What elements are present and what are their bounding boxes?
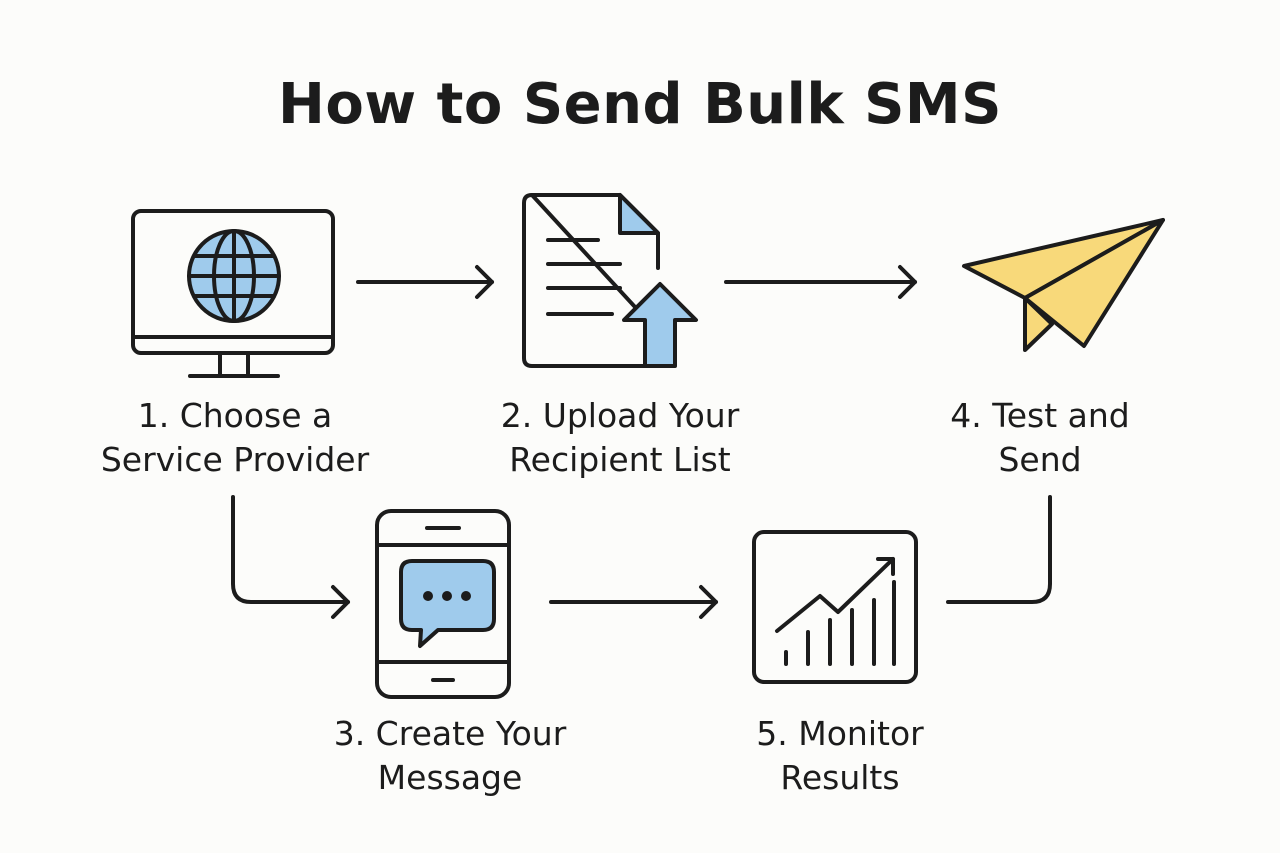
step-2-label-line2: Recipient List	[509, 440, 731, 479]
step-2-label: 2. Upload Your Recipient List	[440, 394, 800, 482]
step-1-label-line1: 1. Choose a	[137, 396, 333, 435]
document-upload-icon	[522, 193, 698, 368]
connector-3-to-5	[549, 585, 718, 619]
step-4-label: 4. Test and Send	[900, 394, 1180, 482]
step-3-label: 3. Create Your Message	[280, 712, 620, 800]
connector-5-to-4	[946, 495, 1052, 604]
page-title: How to Send Bulk SMS	[278, 72, 1002, 137]
connector-1-to-2	[356, 265, 494, 299]
step-5-label-line1: 5. Monitor	[756, 714, 924, 753]
step-2-label-line1: 2. Upload Your	[500, 396, 740, 435]
monitor-globe-icon	[131, 209, 335, 378]
connector-1-to-3	[231, 495, 350, 619]
step-3-label-line2: Message	[377, 758, 523, 797]
chart-growth-icon	[752, 530, 918, 684]
chat-dots-icon	[423, 591, 471, 601]
step-1-label-line2: Service Provider	[100, 440, 370, 479]
paper-plane-icon	[962, 218, 1165, 352]
connector-2-to-4	[724, 265, 917, 299]
step-5-label-line2: Results	[780, 758, 900, 797]
step-4-label-line2: Send	[998, 440, 1082, 479]
step-3-label-line1: 3. Create Your	[333, 714, 567, 753]
step-4-label-line1: 4. Test and	[950, 396, 1130, 435]
phone-chat-icon	[375, 509, 511, 699]
step-1-label: 1. Choose a Service Provider	[60, 394, 410, 482]
step-5-label: 5. Monitor Results	[690, 712, 990, 800]
